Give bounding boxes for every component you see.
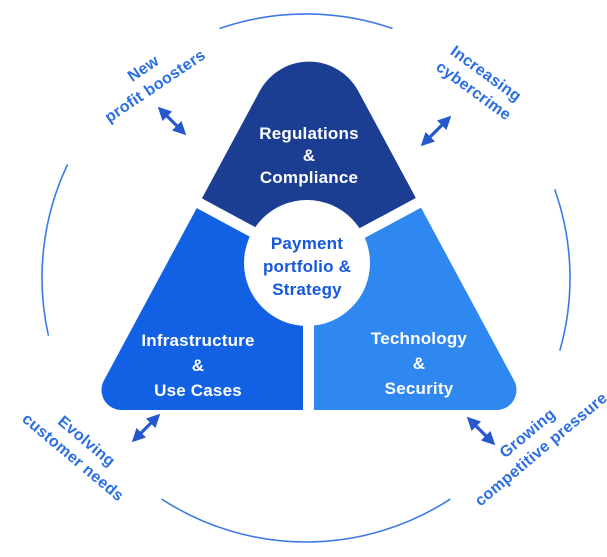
segment-infrastructure-use-cases bbox=[101, 61, 309, 410]
segment-label-line: Compliance bbox=[260, 168, 358, 187]
outer-circle-arc-left bbox=[41, 164, 69, 336]
external-label-evolving-customer-needs: Evolving customer needs bbox=[19, 411, 127, 506]
segment-label-line: Regulations bbox=[259, 124, 359, 143]
segment-label-line: & bbox=[413, 354, 425, 373]
external-label-new-profit-boosters: New profit boosters bbox=[102, 47, 209, 127]
center-label-line: portfolio & bbox=[263, 257, 351, 276]
exchange-arrow-bottom-left bbox=[131, 413, 161, 443]
segment-label-line: Infrastructure bbox=[141, 331, 254, 350]
outer-circle-arc-right bbox=[554, 189, 571, 351]
outer-circle-arc-top bbox=[219, 13, 393, 30]
center-circle bbox=[244, 200, 370, 326]
center-label-line: Strategy bbox=[272, 280, 342, 299]
external-label-increasing-cybercrime: Increasing cybercrime bbox=[432, 43, 524, 124]
segment-label-line: Use Cases bbox=[154, 381, 242, 400]
center-label-line: Payment bbox=[271, 234, 343, 253]
segment-label-line: Technology bbox=[371, 329, 467, 348]
segment-label-line: Security bbox=[385, 379, 454, 398]
exchange-arrow-bottom-right bbox=[466, 416, 496, 446]
exchange-arrow-top-right bbox=[420, 115, 452, 147]
segment-label-line: & bbox=[303, 146, 315, 165]
segment-label-line: & bbox=[192, 356, 204, 375]
outer-circle-arc-bottom bbox=[161, 498, 451, 543]
exchange-arrow-top-left bbox=[157, 106, 187, 136]
